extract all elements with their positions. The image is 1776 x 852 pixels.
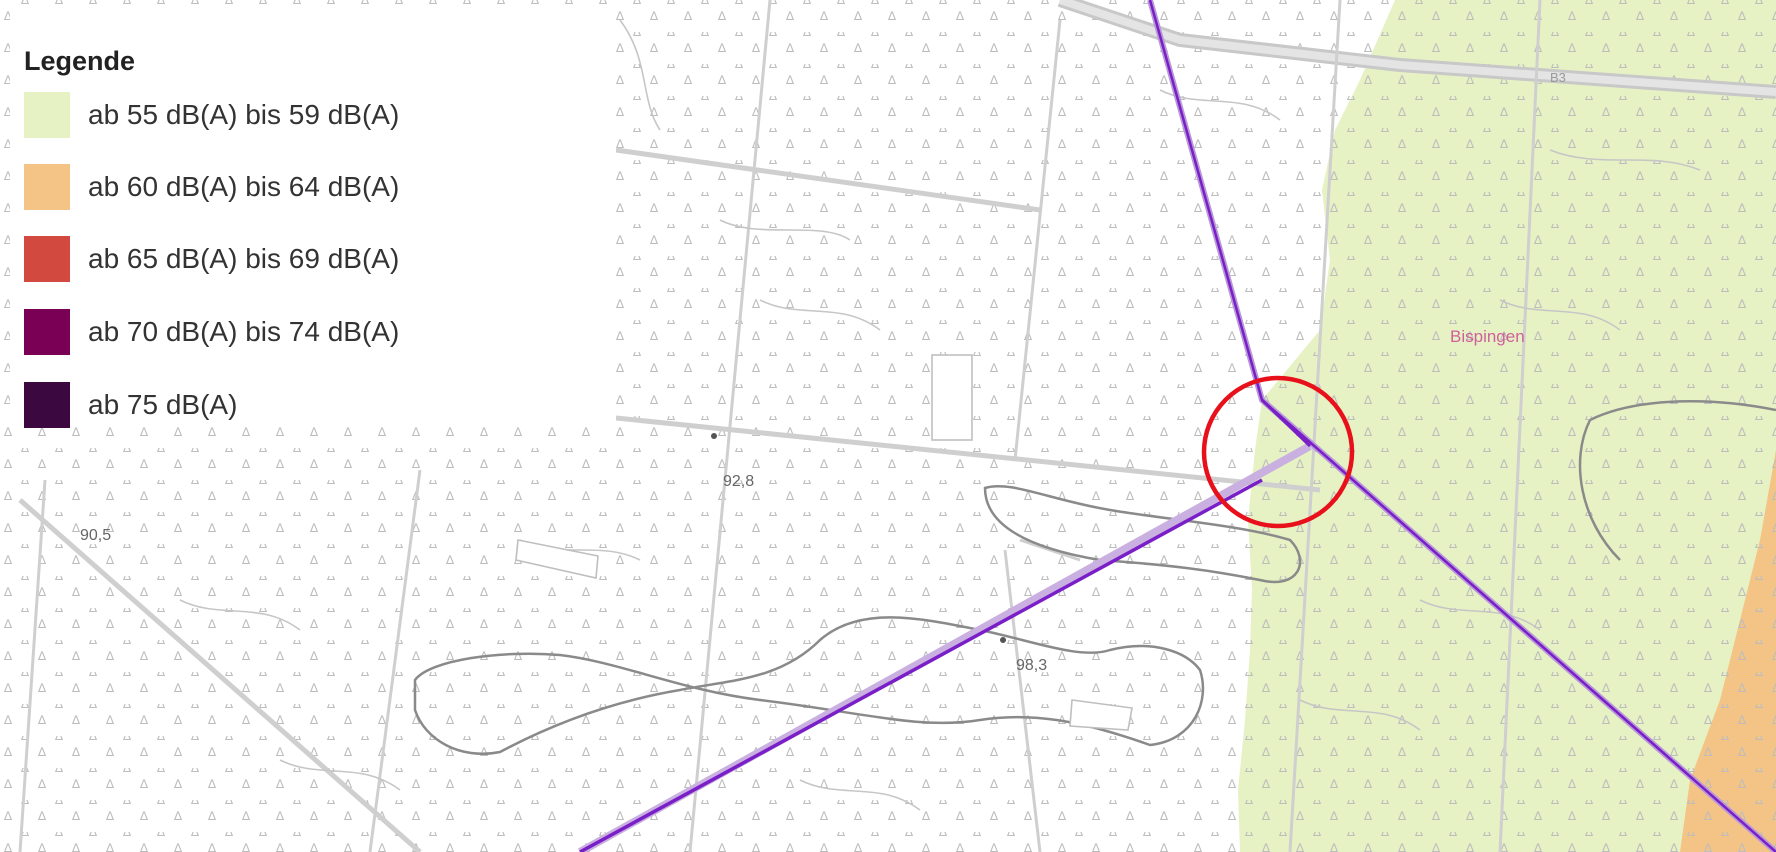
legend-label: ab 55 dB(A) bis 59 dB(A) (88, 99, 400, 130)
legend-swatch (24, 382, 70, 428)
road-label: B3 (1550, 70, 1566, 85)
highlight-circle (1201, 375, 1355, 529)
elevation-label-2: 98,3 (1016, 657, 1047, 674)
legend-swatch (24, 92, 70, 138)
elevation-label-3: 90,5 (80, 527, 111, 544)
rail-noise-lines (578, 0, 1776, 852)
legend-title: Legende (24, 46, 136, 76)
legend-panel: Legende ab 55 dB(A) bis 59 dB(A) ab 60 d… (10, 4, 616, 428)
legend-label: ab 75 dB(A) (88, 389, 238, 420)
legend-item-75: ab 75 dB(A) (24, 382, 237, 428)
town-label: Bispingen (1450, 327, 1525, 346)
legend-swatch (24, 309, 70, 355)
legend-item-60-64: ab 60 dB(A) bis 64 dB(A) (24, 164, 399, 210)
legend-item-55-59: ab 55 dB(A) bis 59 dB(A) (24, 92, 399, 138)
contour-lines (413, 400, 1776, 755)
legend-label: ab 70 dB(A) bis 74 dB(A) (88, 316, 400, 347)
elevation-point-1 (711, 433, 717, 439)
buildings (515, 354, 1133, 731)
legend-swatch (24, 236, 70, 282)
terrain-linework (179, 19, 1701, 811)
legend-item-65-69: ab 65 dB(A) bis 69 dB(A) (24, 236, 399, 282)
legend-label: ab 60 dB(A) bis 64 dB(A) (88, 171, 400, 202)
legend-swatch (24, 164, 70, 210)
elevation-label-1: 92,8 (723, 473, 754, 490)
elevation-point-2 (1000, 637, 1006, 643)
legend-label: ab 65 dB(A) bis 69 dB(A) (88, 243, 400, 274)
legend-item-70-74: ab 70 dB(A) bis 74 dB(A) (24, 309, 399, 355)
roads (18, 0, 1776, 852)
